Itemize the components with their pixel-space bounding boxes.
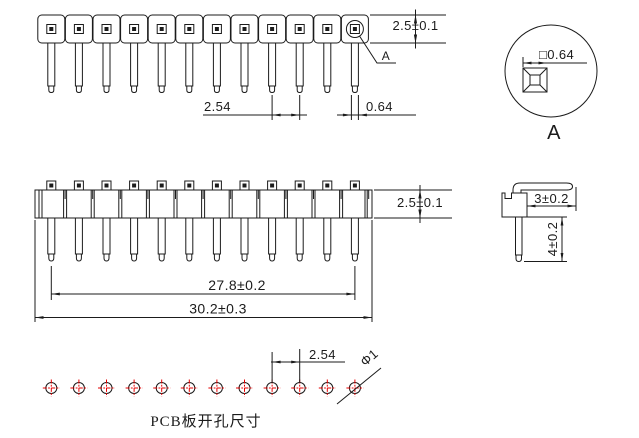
pcb-hole-diameter-dimension: Φ1 [336, 346, 382, 405]
front-total-length-dimension: 30.2±0.3 [34, 220, 373, 322]
pcb-hole-diameter-dim-text: Φ1 [357, 346, 381, 369]
pcb-view-caption: PCB板开孔尺寸 [150, 412, 261, 430]
header-position-top [258, 14, 287, 93]
detail-a-callout-circle [345, 20, 364, 38]
header-position-top [285, 14, 314, 93]
header-position-top [120, 14, 149, 93]
detail-a-leader-line [359, 35, 396, 64]
side-view: 3±0.2 4±0.2 [501, 182, 577, 263]
side-solder-length-dim-text: 4±0.2 [545, 222, 560, 256]
detail-a-boundary-circle [504, 24, 598, 118]
solder-pin-tip [515, 254, 522, 263]
pcb-hole-pattern-view: 2.54 Φ1 PCB板开孔尺寸 [42, 346, 382, 430]
top-pin-width-dimension: 0.64 [337, 95, 416, 120]
solder-pin [515, 216, 523, 256]
front-height-dimension: 2.5±0.1 [374, 185, 452, 223]
top-height-dimension: 2.5±0.1 [370, 9, 446, 49]
header-position-top [230, 14, 259, 93]
pcb-hole [180, 379, 199, 397]
front-height-dim-text: 2.5±0.1 [397, 195, 443, 210]
header-position-top [92, 14, 121, 93]
detail-a-title: A [547, 122, 561, 144]
pcb-hole [235, 379, 254, 397]
front-pin-span-dim-text: 27.8±0.2 [208, 277, 266, 293]
top-view: A 2.5±0.1 2.54 0.64 [37, 9, 446, 120]
pcb-holes [42, 379, 364, 397]
top-view-units [37, 14, 369, 93]
side-mating-length-dimension: 3±0.2 [527, 187, 577, 211]
side-mating-length-dim-text: 3±0.2 [534, 191, 568, 206]
front-total-length-dim-text: 30.2±0.3 [189, 301, 247, 317]
top-pitch-dimension: 2.54 [203, 95, 307, 120]
header-position-top [64, 14, 93, 93]
detail-a-view: □0.64 A [504, 24, 598, 144]
top-pin-width-dim-text: 0.64 [366, 99, 393, 114]
detail-a-square-dimension: □0.64 [522, 47, 587, 67]
bent-pin-arm [512, 182, 574, 198]
pcb-hole [97, 379, 116, 397]
front-pin-span-dimension: 27.8±0.2 [50, 266, 356, 300]
detail-a-ref-label: A [382, 49, 390, 63]
header-position-top [340, 14, 369, 93]
pcb-hole [42, 379, 61, 397]
housing-profile [501, 192, 528, 218]
pcb-hole [207, 379, 226, 397]
top-height-dim-text: 2.5±0.1 [392, 18, 438, 33]
top-pitch-dim-text: 2.54 [204, 99, 231, 114]
header-position-top [313, 14, 342, 93]
pcb-hole [69, 379, 88, 397]
pcb-pitch-dimension: 2.54 [271, 347, 345, 383]
header-position-top [175, 14, 204, 93]
pcb-pitch-dim-text: 2.54 [309, 347, 336, 362]
front-view: 2.5±0.1 27.8±0.2 30.2±0.3 [34, 180, 452, 322]
pcb-hole [318, 379, 337, 397]
detail-a-square-dim-text: □0.64 [539, 47, 574, 62]
header-position-top [202, 14, 231, 93]
header-position-top [147, 14, 176, 93]
header-position-top [37, 14, 66, 93]
pin-cross-section [522, 67, 548, 93]
side-solder-length-dimension: 4±0.2 [524, 216, 567, 262]
pcb-hole [125, 379, 144, 397]
pcb-hole [152, 379, 171, 397]
